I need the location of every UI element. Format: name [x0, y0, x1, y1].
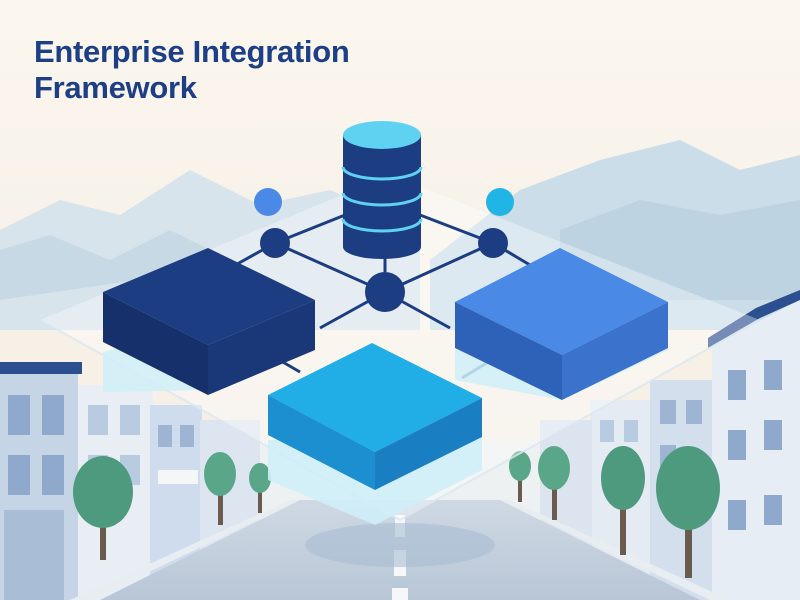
platform-block-icon: [268, 343, 482, 525]
title-line-2: Framework: [34, 70, 197, 105]
platform-block-icon: [103, 248, 315, 395]
road: [70, 500, 730, 600]
title-line-1: Enterprise Integration: [34, 34, 350, 69]
platform-block-icon: [455, 248, 668, 400]
trees: [73, 446, 720, 578]
buildings-left: [0, 362, 260, 600]
accent-node-icon: [254, 188, 514, 216]
database-icon: [341, 121, 423, 259]
page-title: Enterprise Integration Framework: [34, 34, 350, 106]
hub-node-icon: [260, 228, 508, 312]
